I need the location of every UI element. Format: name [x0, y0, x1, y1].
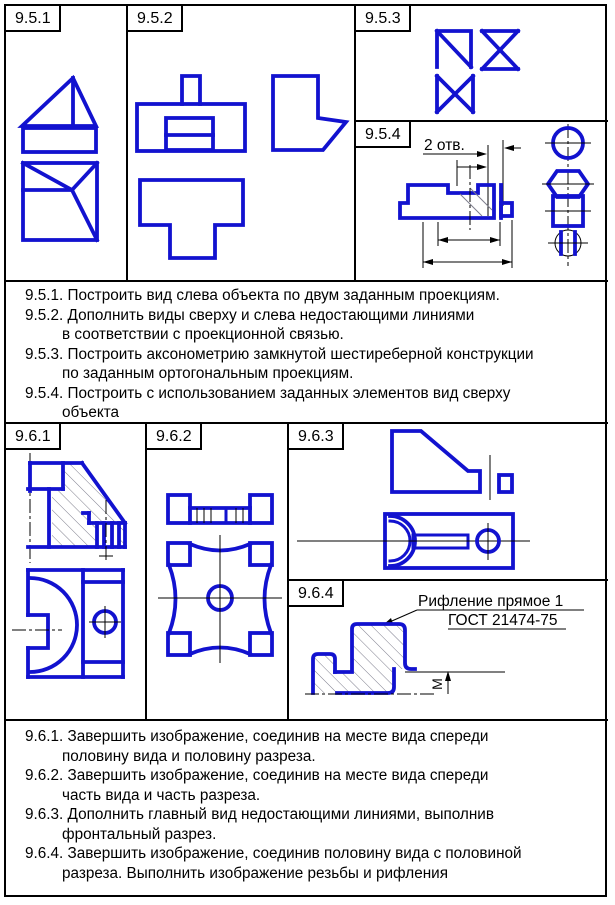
- drawing-964-knurling: Рифление прямое 1 ГОСТ 21474-75 М: [305, 593, 584, 695]
- task-954: 9.5.4. Построить с использованием заданн…: [0, 384, 610, 423]
- task-text-cont: по заданным ортогональным проекциям.: [62, 365, 354, 382]
- task-text: Построить с использованием заданных элем…: [67, 384, 511, 402]
- task-text: Завершить изображение, соединив на месте…: [67, 728, 489, 745]
- task-list-95: 9.5.1. Построить вид слева объекта по дв…: [0, 286, 610, 423]
- task-953: 9.5.3. Построить аксонометрию замкнутой …: [0, 345, 610, 384]
- panel-label-964: 9.6.4: [287, 579, 344, 607]
- task-text-cont: половину вида и половину разреза.: [62, 747, 316, 765]
- drawing-953-hexahedron-projections: [434, 28, 521, 115]
- task-num: 9.5.1.: [25, 287, 64, 304]
- panel-label-954: 9.5.4: [354, 120, 411, 148]
- task-num: 9.6.1.: [25, 728, 64, 745]
- task-text: Завершить изображение, соединив половину…: [67, 845, 522, 862]
- drawing-954-elements: 2 отв.: [398, 124, 594, 268]
- task-961: 9.6.1. Завершить изображение, соединив н…: [0, 727, 610, 766]
- panel-label-953: 9.5.3: [354, 4, 411, 32]
- task-text-cont: фронтальный разрез.: [62, 825, 217, 843]
- task-num: 9.6.4.: [25, 845, 64, 862]
- task-num: 9.5.3.: [25, 345, 64, 363]
- task-text-cont: часть вида и часть разреза.: [62, 786, 261, 804]
- divider-section2-text: [4, 719, 608, 721]
- task-text: Завершить изображение, соединив на месте…: [67, 767, 489, 784]
- task-964: 9.6.4. Завершить изображение, соединив п…: [0, 844, 610, 883]
- task-text-cont: объекта: [62, 404, 120, 421]
- drawing-962-part-section: [158, 493, 282, 663]
- divider-section1-text: [4, 280, 608, 282]
- panel-label-951: 9.5.1: [4, 4, 61, 32]
- panel-label-952: 9.5.2: [126, 4, 183, 32]
- task-text-cont: в соответствии с проекционной связью.: [62, 326, 344, 343]
- divider-961-962: [145, 422, 147, 720]
- divider-953-954: [354, 120, 608, 122]
- divider-951-952: [126, 4, 128, 281]
- task-963: 9.6.3. Дополнить главный вид недостающим…: [0, 805, 610, 844]
- drawing-951-two-views: [17, 74, 100, 243]
- drawing-961-half-section: [12, 453, 128, 679]
- task-num: 9.6.2.: [25, 767, 64, 784]
- drawing-952-three-views: [135, 74, 350, 260]
- task-text: Дополнить виды сверху и слева недостающи…: [67, 306, 475, 324]
- task-962: 9.6.2. Завершить изображение, соединив н…: [0, 766, 610, 805]
- panel-label-963: 9.6.3: [287, 422, 344, 450]
- task-text: Построить вид слева объекта по двум зада…: [67, 287, 500, 304]
- task-text-cont: разреза. Выполнить изображение резьбы и …: [62, 864, 448, 882]
- knurling-callout-line2: ГОСТ 21474-75: [448, 612, 558, 629]
- divider-962-963: [287, 422, 289, 720]
- outer-border: [4, 4, 607, 897]
- knurling-callout-line1: Рифление прямое 1: [418, 593, 563, 610]
- m-dimension-label: М: [429, 678, 445, 690]
- task-text: Дополнить главный вид недостающими линия…: [67, 806, 494, 823]
- task-text: Построить аксонометрию замкнутой шестире…: [67, 345, 534, 363]
- task-num: 9.5.4.: [25, 384, 64, 402]
- two-holes-note: 2 отв.: [424, 137, 465, 154]
- task-951: 9.5.1. Построить вид слева объекта по дв…: [0, 286, 610, 306]
- task-list-96: 9.6.1. Завершить изображение, соединив н…: [0, 727, 610, 883]
- panel-label-962: 9.6.2: [145, 422, 202, 450]
- task-num: 9.6.3.: [25, 806, 64, 823]
- task-952: 9.5.2. Дополнить виды сверху и слева нед…: [0, 306, 610, 345]
- panel-label-961: 9.6.1: [4, 422, 61, 450]
- divider-963-964: [287, 579, 608, 581]
- drawing-963-front-and-top: [297, 429, 530, 570]
- task-num: 9.5.2.: [25, 306, 64, 324]
